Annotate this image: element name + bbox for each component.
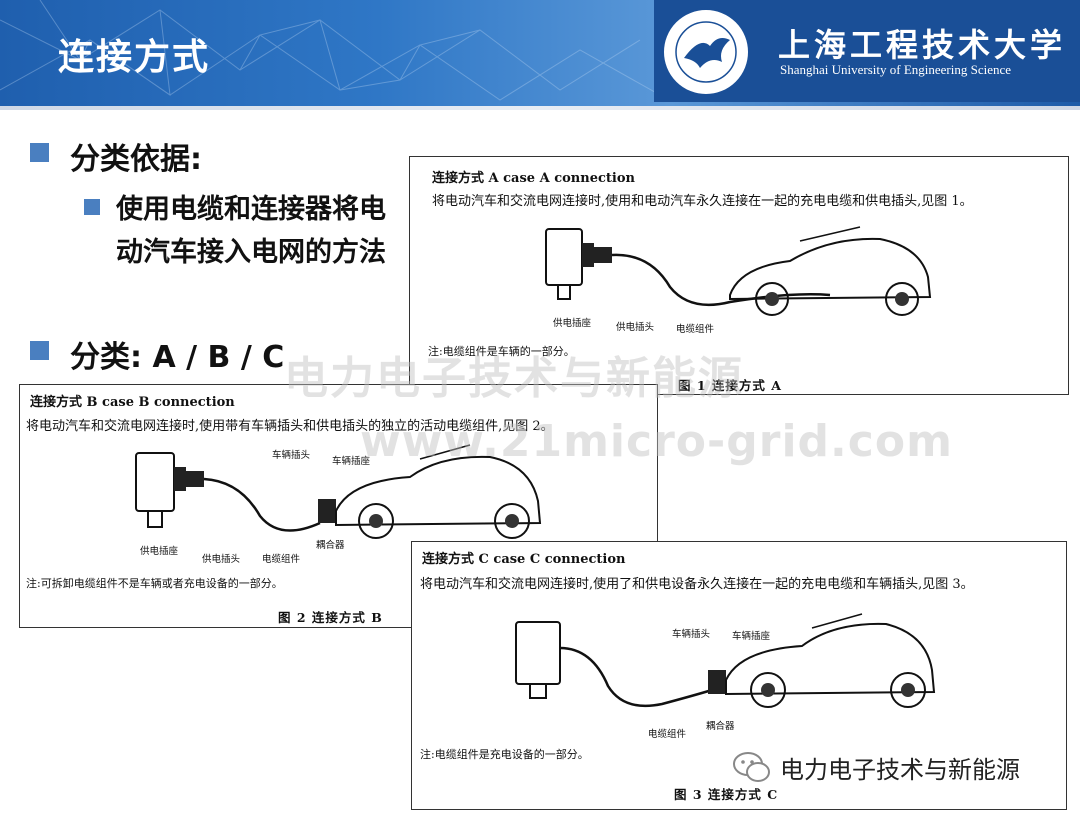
figure-case-c: 连接方式 C case C connection 将电动汽车和交流电网连接时,使… [411,541,1067,810]
university-name-en: Shanghai University of Engineering Scien… [780,62,1012,77]
sub-bullet-square-icon [84,199,100,215]
label-socket-a: 供电插座 [553,318,592,329]
case-a-desc: 将电动汽车和交流电网连接时,使用和电动汽车永久连接在一起的充电电缆和供电插头,见… [432,194,973,209]
case-b-caption: 图 2 连接方式 B [278,610,383,625]
label-vehicle-socket-b: 车辆插座 [332,456,371,467]
case-b-title: 连接方式 B case B connection [30,395,235,410]
label-cable-c: 电缆组件 [648,729,687,740]
page-title: 连接方式 [58,37,211,78]
label-cable-a: 电缆组件 [676,324,715,335]
figure-case-a: 连接方式 A case A connection 将电动汽车和交流电网连接时,使… [409,156,1069,395]
case-b-desc: 将电动汽车和交流电网连接时,使用带有车辆插头和供电插头的独立的活动电缆组件,见图… [26,419,554,434]
case-c-caption: 图 3 连接方式 C [674,787,779,802]
label-vehicle-plug-c: 车辆插头 [672,629,711,640]
label-socket-b: 供电插座 [140,546,179,557]
case-b-diagram [135,444,542,539]
case-b-note: 注:可拆卸电缆组件不是车辆或者充电设备的一部分。 [26,577,283,590]
case-a-diagram [545,226,932,316]
network-pattern [0,0,660,101]
label-vehicle-socket-c: 车辆插座 [732,631,771,642]
header-divider [0,106,1080,110]
header-banner: 连接方式 上海工程技术大学 Shanghai University of Eng… [0,0,1080,106]
university-seal-icon [662,8,750,96]
case-a-caption: 图 1 连接方式 A [678,378,782,393]
university-name-cn: 上海工程技术大学 [778,26,1067,64]
case-c-diagram [515,613,936,708]
watermark-text: 电力电子技术与新能源 [284,353,744,404]
bullet-square-icon [30,341,49,360]
footer-brand: 电力电子技术与新能源 [780,756,1020,784]
category-text: 分类: A / B / C [70,340,285,375]
label-plug-b: 供电插头 [202,554,241,565]
case-a-title: 连接方式 A case A connection [432,171,635,186]
watermark-url: www.21micro-grid.com [360,416,953,467]
bullet-square-icon [30,143,49,162]
label-vehicle-plug-b: 车辆插头 [272,450,311,461]
label-cable-b: 电缆组件 [262,554,301,565]
wechat-icon [733,752,770,782]
basis-heading: 分类依据: [70,142,202,177]
case-c-title: 连接方式 C case C connection [422,552,626,567]
label-coupler-c: 耦合器 [706,721,735,732]
case-c-note: 注:电缆组件是充电设备的一部分。 [420,748,589,761]
label-plug-a: 供电插头 [616,322,655,333]
case-a-note: 注:电缆组件是车辆的一部分。 [428,345,575,358]
label-coupler-b: 耦合器 [316,540,345,551]
basis-text: 使用电缆和连接器将电动汽车接入电网的方法 [116,194,386,268]
case-c-desc: 将电动汽车和交流电网连接时,使用了和供电设备永久连接在一起的充电电缆和车辆插头,… [420,577,974,592]
